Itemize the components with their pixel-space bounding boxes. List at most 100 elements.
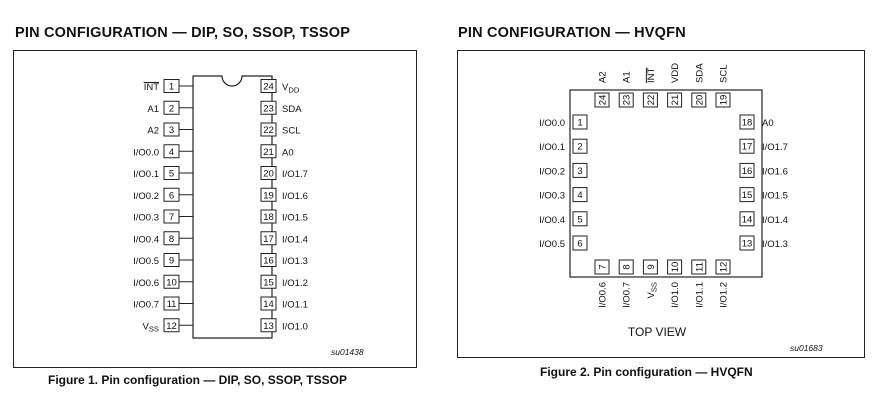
hvqfn-pin-1-box xyxy=(572,114,588,130)
dip-pin-label: I/O0.6 xyxy=(133,278,159,289)
dip-pin-label: I/O1.7 xyxy=(282,169,308,180)
hvqfn-pin-21-number: 21 xyxy=(670,95,681,106)
hvqfn-pin-21-box xyxy=(667,92,683,108)
hvqfn-pin-3-number: 3 xyxy=(577,166,582,177)
hvqfn-pin-9-number: 9 xyxy=(646,264,657,269)
hvqfn-pin-label: I/O1.3 xyxy=(762,239,788,250)
hvqfn-pin-7-box xyxy=(594,259,610,275)
hvqfn-pin-label: I/O0.1 xyxy=(539,142,565,153)
hvqfn-pin-23-box xyxy=(618,92,634,108)
dip-pin-label: SCL xyxy=(282,126,300,137)
hvqfn-pin-label: I/O0.0 xyxy=(539,118,565,129)
hvqfn-pin-23-number: 23 xyxy=(622,95,633,106)
hvqfn-pin-label: VSS xyxy=(646,282,658,298)
dip-pin-15-box xyxy=(260,274,277,289)
dip-pin-21-box xyxy=(260,144,277,159)
hvqfn-pin-label: I/O1.2 xyxy=(719,282,730,308)
hvqfn-pin-4-box xyxy=(572,187,588,203)
hvqfn-pin-13-number: 13 xyxy=(742,239,753,250)
hvqfn-pin-label: A1 xyxy=(622,71,633,83)
dip-pin-label: I/O1.6 xyxy=(282,191,308,202)
hvqfn-pin-11-number: 11 xyxy=(694,262,705,272)
hvqfn-pin-label: I/O1.7 xyxy=(762,142,788,153)
hvqfn-pin-label: I/O1.4 xyxy=(762,215,788,226)
hvqfn-pin-label: SCL xyxy=(719,65,730,83)
hvqfn-pin-17-number: 17 xyxy=(742,142,753,153)
dip-pin-label: I/O1.3 xyxy=(282,256,308,267)
hvqfn-pin-22-box xyxy=(642,92,658,108)
dip-pin-label: I/O0.5 xyxy=(133,256,159,267)
hvqfn-pin-22-number: 22 xyxy=(646,95,657,106)
dip-caption: Figure 1. Pin configuration — DIP, SO, S… xyxy=(48,373,347,387)
dip-pin-label: INT xyxy=(144,82,160,93)
dip-pin-22-number: 22 xyxy=(263,125,274,136)
hvqfn-pin-label: I/O1.6 xyxy=(762,166,788,177)
dip-package-body xyxy=(192,75,273,339)
hvqfn-pin-11-box xyxy=(691,259,707,275)
dip-title: PIN CONFIGURATION — DIP, SO, SSOP, TSSOP xyxy=(15,25,351,41)
hvqfn-pin-label: INT xyxy=(646,68,657,84)
dip-pin-14-number: 14 xyxy=(263,299,274,310)
hvqfn-pin-label: I/O0.4 xyxy=(539,215,565,226)
dip-pin-21-number: 21 xyxy=(263,147,274,158)
dip-frame xyxy=(13,50,417,368)
hvqfn-pin-18-number: 18 xyxy=(742,118,753,129)
dip-pin-7-number: 7 xyxy=(169,212,174,223)
hvqfn-pin-label: I/O1.1 xyxy=(694,282,705,308)
hvqfn-title: PIN CONFIGURATION — HVQFN xyxy=(458,25,686,41)
hvqfn-top-view-label: TOP VIEW xyxy=(628,325,687,339)
hvqfn-pin-9-box xyxy=(642,259,658,275)
hvqfn-pin-15-number: 15 xyxy=(742,190,753,201)
dip-pin-13-number: 13 xyxy=(263,321,274,332)
dip-pin-label: I/O1.4 xyxy=(282,234,308,245)
hvqfn-pin-2-box xyxy=(572,138,588,154)
dip-pin-18-number: 18 xyxy=(263,212,274,223)
dip-pin-24-number: 24 xyxy=(263,82,274,93)
dip-diagram: 1INT2A13A24I/O0.05I/O0.16I/O0.27I/O0.38I… xyxy=(133,75,364,357)
dip-pin-14-box xyxy=(260,296,277,311)
dip-pin-23-box xyxy=(260,100,277,115)
hvqfn-pin-7-number: 7 xyxy=(598,264,609,269)
dip-figure-code: su01438 xyxy=(331,347,364,357)
dip-pin-8-number: 8 xyxy=(169,234,174,245)
hvqfn-pin-5-box xyxy=(572,211,588,227)
dip-pin-13-box xyxy=(260,318,277,333)
dip-pin-5-number: 5 xyxy=(169,169,174,180)
dip-pin-23-number: 23 xyxy=(263,103,274,114)
dip-pin-17-box xyxy=(260,231,277,246)
hvqfn-pin-1-number: 1 xyxy=(577,118,582,129)
dip-pin-11-number: 11 xyxy=(167,299,177,310)
hvqfn-pin-24-number: 24 xyxy=(598,95,609,106)
hvqfn-pin-19-box xyxy=(715,92,731,108)
hvqfn-caption: Figure 2. Pin configuration — HVQFN xyxy=(540,365,753,379)
hvqfn-pin-2-number: 2 xyxy=(577,142,582,153)
dip-pin-10-number: 10 xyxy=(166,277,177,288)
hvqfn-pin-10-box xyxy=(667,259,683,275)
hvqfn-pin-5-number: 5 xyxy=(577,214,582,225)
hvqfn-pin-14-number: 14 xyxy=(742,214,753,225)
dip-pin-9-number: 9 xyxy=(169,256,174,267)
dip-pin-24-box xyxy=(260,79,277,93)
dip-pin-15-number: 15 xyxy=(263,277,274,288)
hvqfn-pin-label: I/O1.0 xyxy=(670,282,681,308)
dip-pin-1-number: 1 xyxy=(169,82,174,93)
hvqfn-pin-13-box xyxy=(739,235,755,251)
hvqfn-pin-17-box xyxy=(739,138,755,154)
dip-pin-4-number: 4 xyxy=(169,147,174,158)
hvqfn-pin-16-number: 16 xyxy=(742,166,753,177)
hvqfn-pin-19-number: 19 xyxy=(719,95,730,106)
hvqfn-pin-label: I/O0.6 xyxy=(598,282,609,308)
dip-pin-label: I/O0.1 xyxy=(133,169,159,180)
dip-pin-22-box xyxy=(260,122,277,137)
dip-pin-2-number: 2 xyxy=(169,103,174,114)
dip-pin-20-box xyxy=(260,166,277,180)
hvqfn-pin-16-box xyxy=(739,162,755,178)
hvqfn-pin-12-box xyxy=(715,259,731,275)
dip-pin-label: I/O0.3 xyxy=(133,213,159,224)
hvqfn-pin-label: SDA xyxy=(694,63,705,83)
dip-pin-3-number: 3 xyxy=(169,125,174,136)
dip-pin-17-number: 17 xyxy=(263,234,274,245)
hvqfn-package-body xyxy=(569,89,763,278)
dip-pin-19-box xyxy=(260,187,277,202)
hvqfn-pin-10-number: 10 xyxy=(670,262,681,273)
